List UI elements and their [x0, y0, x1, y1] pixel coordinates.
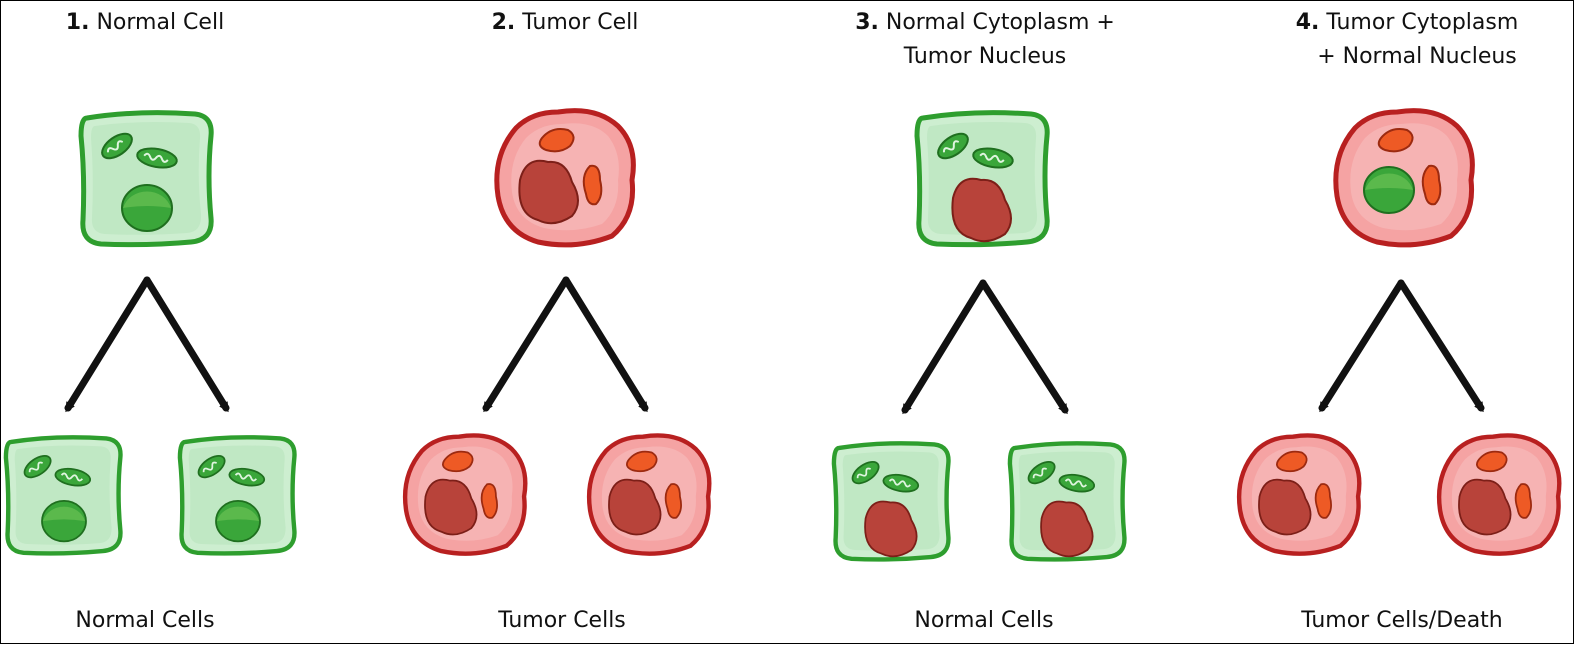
panel-3-title: 3. Normal Cytoplasm + Tumor Nucleus [855, 10, 1115, 69]
panel-2-division-arrow-2 [562, 276, 649, 413]
panel-1-daughter-cell-1 [3, 435, 123, 556]
panel-4-title: 4. Tumor Cytoplasm + Normal Nucleus [1295, 10, 1519, 69]
panel-4-daughter-cell-2 [1436, 433, 1562, 556]
panel-1-parent-cell [78, 110, 214, 248]
panel-2-division-arrow-1 [482, 276, 570, 413]
panel-3-daughter-cell-1 [831, 441, 951, 562]
panel-4-daughter-cell-1 [1236, 433, 1362, 556]
panel-1-division-arrow-1 [64, 276, 151, 413]
panel-2-result-label: Tumor Cells [498, 608, 626, 633]
panel-4-division-arrow-1 [1318, 279, 1405, 413]
panel-4-result-label: Tumor Cells/Death [1301, 608, 1503, 633]
panel-2-daughter-cell-2 [586, 433, 712, 556]
panel-3-division-arrow-1 [901, 279, 987, 415]
panel-4-parent-cell [1333, 108, 1475, 248]
panel-1-result-label: Normal Cells [75, 608, 215, 633]
panel-3-daughter-cell-2 [1007, 441, 1127, 562]
panel-3-parent-cell [914, 110, 1050, 248]
panel-2-parent-cell [494, 108, 636, 248]
panel-2-title: 2. Tumor Cell [491, 10, 639, 35]
panel-2-daughter-cell-1 [402, 433, 528, 556]
panel-1-daughter-cell-2 [177, 435, 297, 556]
panel-1-title: 1. Normal Cell [65, 10, 225, 35]
panel-3-result-label: Normal Cells [914, 608, 1054, 633]
panel-1-division-arrow-2 [143, 276, 230, 413]
panel-3-division-arrow-2 [979, 279, 1069, 415]
panel-4-division-arrow-2 [1397, 279, 1485, 413]
